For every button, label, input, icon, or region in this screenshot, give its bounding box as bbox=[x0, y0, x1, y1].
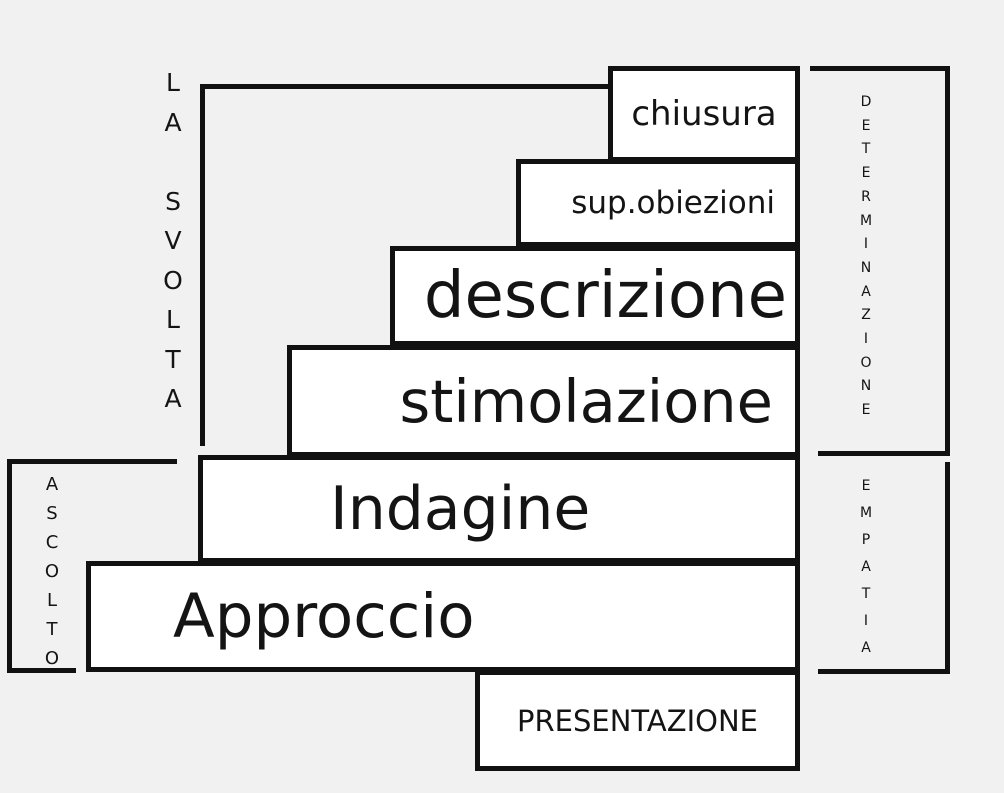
la-svolta-bracket-left-line bbox=[200, 84, 205, 446]
determinazione-bracket-right-line bbox=[945, 66, 950, 456]
la-svolta-letter: O bbox=[163, 265, 183, 295]
determinazione-letter: Z bbox=[861, 307, 871, 324]
step-presentazione-label: PRESENTAZIONE bbox=[517, 703, 758, 738]
la-svolta-letter: L bbox=[166, 305, 180, 334]
ascolto-vertical-label: A S C O L T O bbox=[38, 470, 66, 673]
ascolto-bracket-left-line bbox=[7, 459, 12, 673]
la-svolta-letter: S bbox=[165, 186, 181, 216]
step-presentazione: PRESENTAZIONE bbox=[475, 670, 800, 771]
determinazione-letter: R bbox=[861, 188, 871, 205]
empatia-letter: P bbox=[861, 532, 871, 548]
empatia-letter: I bbox=[863, 613, 869, 629]
step-approccio: Approccio bbox=[86, 561, 800, 672]
determinazione-bracket-top-line bbox=[810, 66, 950, 71]
determinazione-letter: N bbox=[860, 259, 872, 276]
step-indagine: Indagine bbox=[198, 455, 800, 563]
determinazione-letter: N bbox=[860, 378, 872, 395]
determinazione-bracket-bottom-line bbox=[818, 451, 950, 456]
step-chiusura: chiusura bbox=[608, 66, 800, 162]
empatia-letter: M bbox=[859, 505, 873, 521]
determinazione-letter: I bbox=[863, 236, 869, 253]
determinazione-vertical-label: D E T E R M I N A Z I O N E bbox=[852, 91, 880, 423]
ascolto-letter: L bbox=[46, 590, 58, 611]
determinazione-letter: M bbox=[859, 212, 873, 229]
ascolto-letter: O bbox=[44, 561, 60, 582]
empatia-letter: A bbox=[861, 559, 871, 575]
la-svolta-letter: T bbox=[165, 344, 181, 374]
ascolto-bracket-bottom-line bbox=[7, 668, 76, 673]
step-descrizione: descrizione bbox=[390, 246, 800, 346]
ascolto-letter: C bbox=[45, 532, 59, 553]
la-svolta-letter bbox=[156, 142, 190, 182]
step-superamento-obiezioni: sup.obiezioni bbox=[516, 159, 800, 247]
la-svolta-letter: L bbox=[166, 68, 180, 97]
determinazione-letter: I bbox=[863, 331, 869, 348]
step-chiusura-label: chiusura bbox=[631, 94, 777, 134]
la-svolta-vertical-label: L A S V O L T A bbox=[156, 63, 190, 419]
determinazione-letter: E bbox=[861, 402, 871, 419]
determinazione-letter: A bbox=[861, 283, 871, 300]
la-svolta-bracket-top-line bbox=[200, 84, 610, 89]
empatia-letter: E bbox=[861, 478, 871, 494]
la-svolta-letter: V bbox=[164, 226, 182, 255]
la-svolta-letter: A bbox=[164, 107, 182, 137]
ascolto-letter: T bbox=[46, 619, 58, 640]
determinazione-letter: T bbox=[861, 141, 871, 158]
empatia-vertical-label: E M P A T I A bbox=[852, 473, 880, 662]
empatia-letter: T bbox=[861, 586, 871, 602]
empatia-bracket-right-line bbox=[945, 462, 950, 674]
empatia-bracket-bottom-line bbox=[818, 669, 950, 674]
ascolto-bracket-top-line bbox=[7, 459, 177, 464]
step-indagine-label: Indagine bbox=[330, 474, 591, 544]
step-stimolazione: stimolazione bbox=[287, 345, 800, 457]
la-svolta-letter: A bbox=[164, 384, 182, 413]
determinazione-letter: E bbox=[861, 117, 871, 134]
determinazione-letter: O bbox=[860, 354, 872, 371]
ascolto-letter: A bbox=[45, 474, 59, 495]
ascolto-letter: S bbox=[46, 503, 58, 524]
step-stimolazione-label: stimolazione bbox=[399, 366, 773, 436]
empatia-letter: A bbox=[861, 640, 871, 656]
ascolto-letter: O bbox=[44, 648, 60, 669]
determinazione-letter: D bbox=[860, 94, 872, 110]
step-superamento-obiezioni-label: sup.obiezioni bbox=[571, 185, 775, 221]
step-approccio-label: Approccio bbox=[173, 581, 475, 652]
determinazione-letter: E bbox=[861, 165, 871, 182]
step-descrizione-label: descrizione bbox=[423, 259, 787, 333]
